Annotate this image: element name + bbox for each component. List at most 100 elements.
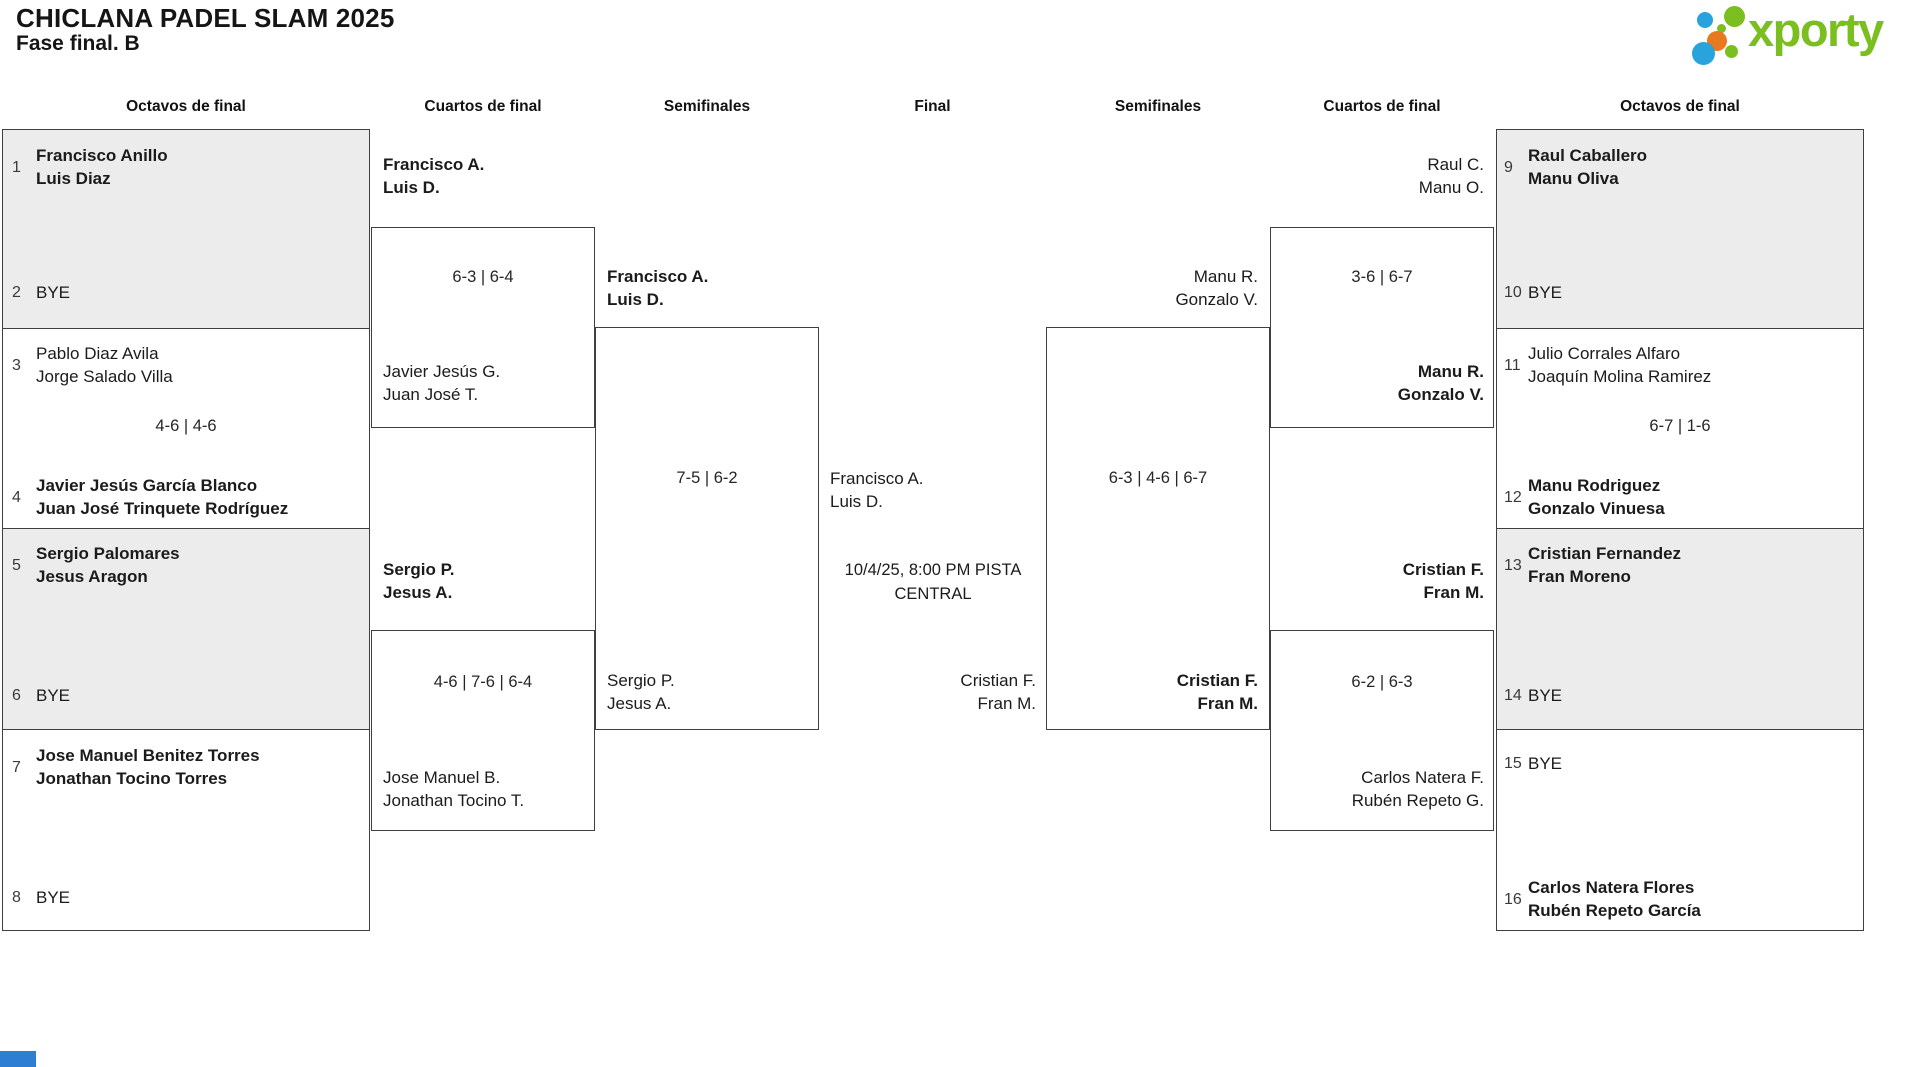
match-score-3-4: 4-6 | 4-6	[155, 417, 217, 435]
logo-dot-blue-small-icon	[1697, 12, 1713, 28]
player-name: Fran M.	[1423, 583, 1484, 602]
player-name: Manu Oliva	[1528, 169, 1619, 188]
advancing-team-qf[interactable]: Francisco A. Luis D.	[383, 153, 484, 199]
match-box-15-16	[1496, 729, 1864, 931]
bye-label: BYE	[36, 283, 71, 302]
player-name: Fran Moreno	[1528, 567, 1631, 586]
match-box-7-8	[2, 729, 370, 931]
player-name: Francisco A.	[607, 267, 709, 286]
player-name: Gonzalo V.	[1397, 385, 1484, 404]
sf-box-left	[595, 327, 819, 730]
advancing-team-qf[interactable]: Cristian F. Fran M.	[1403, 558, 1484, 604]
page-subtitle: Fase final. B	[16, 32, 140, 55]
player-name: Sergio P.	[383, 560, 455, 579]
player-name: Jorge Salado Villa	[36, 367, 173, 386]
advancing-team-sf[interactable]: Manu R. Gonzalo V.	[1175, 265, 1258, 311]
match-box-9-10	[1496, 129, 1864, 329]
player-name: Sergio P.	[607, 671, 675, 690]
seed-number: 16	[1504, 890, 1522, 908]
seed-number: 4	[12, 488, 21, 506]
logo-dot-blue-large-icon	[1692, 42, 1715, 65]
match-box-13-14	[1496, 528, 1864, 730]
match-box-1-2	[2, 129, 370, 329]
qf-score-left-top: 6-3 | 6-4	[452, 268, 514, 286]
advancing-team-qf[interactable]: Manu R. Gonzalo V.	[1398, 360, 1484, 406]
player-name: Cristian F.	[1176, 671, 1258, 690]
sf-score-left: 7-5 | 6-2	[676, 469, 738, 487]
player-name: Francisco A.	[830, 469, 924, 488]
advancing-team-qf[interactable]: Javier Jesús G. Juan José T.	[383, 360, 500, 406]
seed-number: 3	[12, 356, 21, 374]
player-name: Jesus A.	[383, 583, 453, 602]
seed-number: 7	[12, 758, 21, 776]
bye-entry-6: 6 BYE	[12, 684, 360, 707]
player-name: Sergio Palomares	[36, 544, 180, 563]
bye-entry-14: 14 BYE	[1504, 684, 1856, 707]
round-header-semis-left: Semifinales	[663, 98, 751, 115]
player-name: Joaquín Molina Ramirez	[1528, 367, 1712, 386]
seed-number: 1	[12, 158, 21, 176]
round-header-cuartos-right: Cuartos de final	[1323, 98, 1441, 115]
qf-box-left-top	[371, 227, 595, 428]
player-name: Jesus A.	[607, 694, 672, 713]
seed-number: 6	[12, 687, 21, 704]
qf-box-left-bottom	[371, 630, 595, 831]
bye-entry-2: 2 BYE	[12, 281, 360, 304]
logo-dot-green-small-icon	[1725, 45, 1738, 58]
player-name: Cristian F.	[960, 671, 1036, 690]
seed-number: 15	[1504, 755, 1522, 772]
player-name: Cristian Fernandez	[1528, 544, 1682, 563]
player-name: Francisco Anillo	[36, 146, 168, 165]
final-schedule: 10/4/25, 8:00 PM PISTA CENTRAL	[844, 561, 1022, 603]
player-name: Luis D.	[383, 178, 440, 197]
horizontal-scrollbar-thumb[interactable]	[0, 1051, 36, 1067]
finalist-right[interactable]: Cristian F. Fran M.	[960, 669, 1036, 715]
qf-box-right-top	[1270, 227, 1494, 428]
advancing-team-sf[interactable]: Cristian F. Fran M.	[1177, 669, 1258, 715]
finalist-left[interactable]: Francisco A. Luis D.	[830, 467, 924, 513]
match-box-5-6	[2, 528, 370, 730]
round-header-final: Final	[914, 98, 951, 115]
player-name: Jose Manuel Benitez Torres	[36, 746, 260, 765]
player-name: Jonathan Tocino Torres	[36, 769, 228, 788]
player-name: Manu R.	[1417, 362, 1484, 381]
seed-number: 8	[12, 889, 21, 906]
round-header-octavos-left: Octavos de final	[126, 98, 246, 115]
qf-score-right-top: 3-6 | 6-7	[1351, 268, 1413, 286]
advancing-team-sf[interactable]: Francisco A. Luis D.	[607, 265, 708, 311]
page-title: CHICLANA PADEL SLAM 2025	[16, 3, 395, 33]
qf-score-right-bottom: 6-2 | 6-3	[1351, 673, 1413, 691]
match-box-11-12	[1496, 328, 1864, 529]
sf-score-right: 6-3 | 4-6 | 6-7	[1108, 469, 1208, 487]
bye-entry-10: 10 BYE	[1504, 281, 1856, 304]
round-header-semis-right: Semifinales	[1114, 98, 1202, 115]
logo-dot-green-tiny-icon	[1717, 24, 1726, 33]
seed-number: 14	[1504, 687, 1522, 704]
player-name: Manu Rodriguez	[1528, 476, 1661, 495]
player-name: Manu O.	[1418, 178, 1484, 197]
advancing-team-qf[interactable]: Jose Manuel B. Jonathan Tocino T.	[383, 766, 524, 812]
advancing-team-sf[interactable]: Sergio P. Jesus A.	[607, 669, 675, 715]
player-name: Julio Corrales Alfaro	[1528, 344, 1681, 363]
logo[interactable]: xporty	[1686, 0, 1916, 76]
advancing-team-qf[interactable]: Raul C. Manu O.	[1419, 153, 1484, 199]
bye-label: BYE	[36, 888, 71, 907]
player-name: Luis D.	[830, 492, 883, 511]
advancing-team-qf[interactable]: Carlos Natera F. Rubén Repeto G.	[1352, 766, 1484, 812]
seed-number: 12	[1504, 488, 1522, 506]
advancing-team-qf[interactable]: Sergio P. Jesus A.	[383, 558, 455, 604]
player-name: Carlos Natera Flores	[1528, 878, 1695, 897]
round-header-octavos-right: Octavos de final	[1620, 98, 1740, 115]
player-name: Jonathan Tocino T.	[383, 791, 525, 810]
